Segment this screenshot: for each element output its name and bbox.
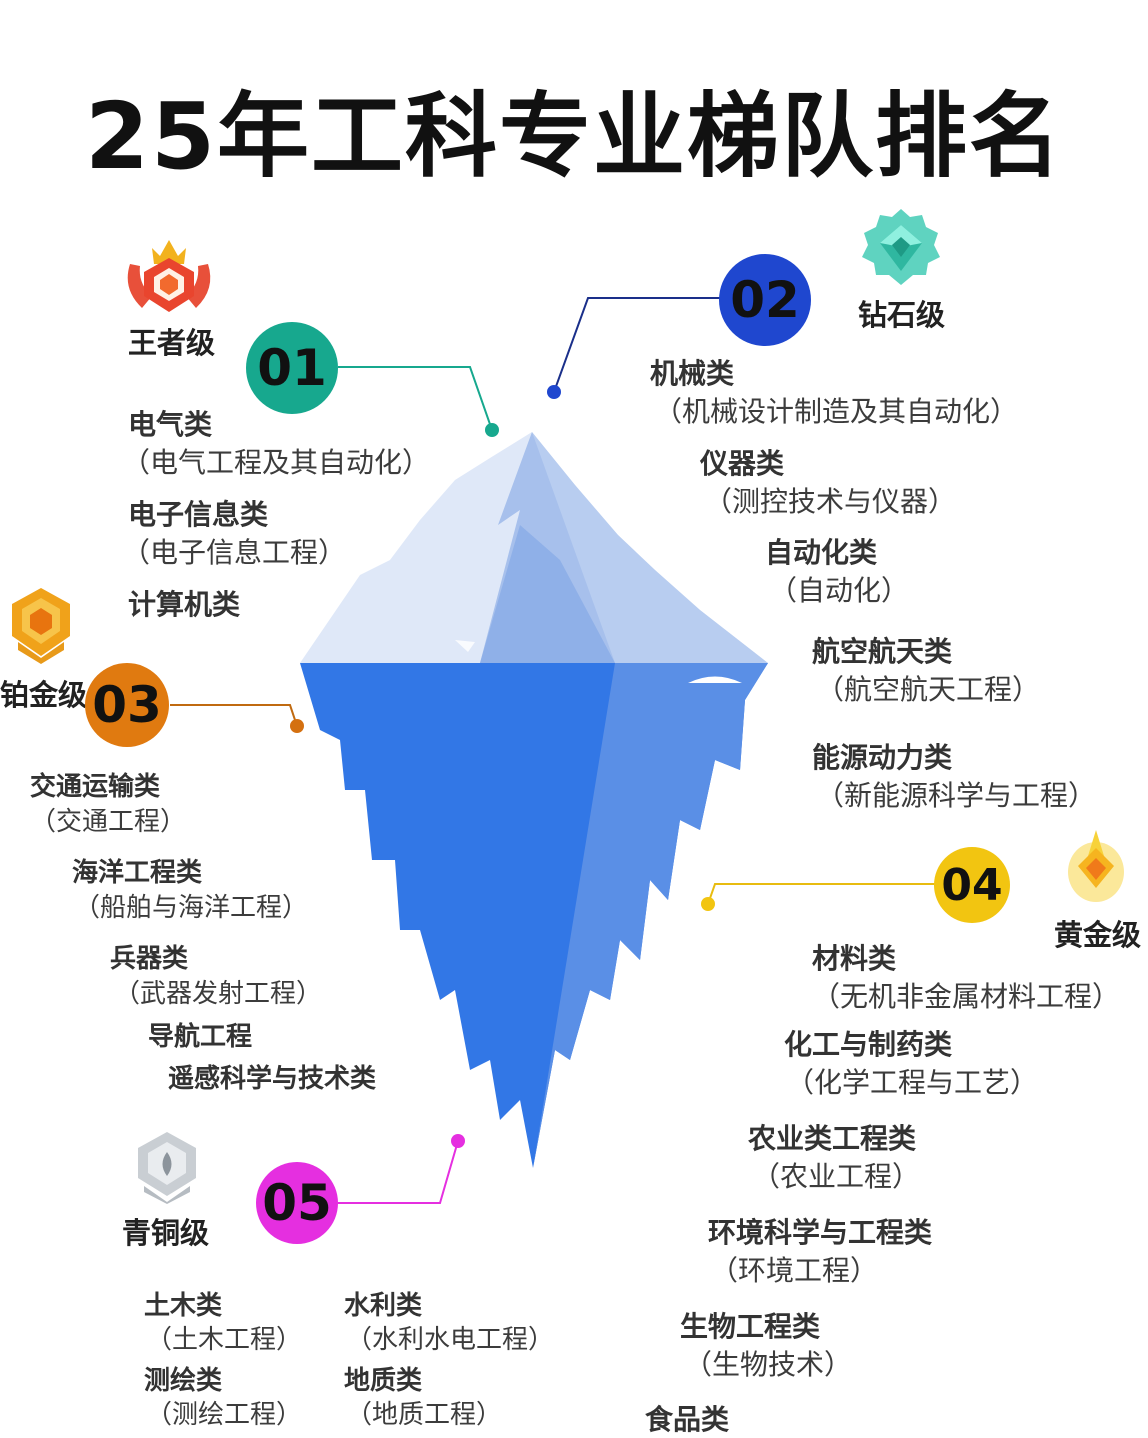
category-ocean-detail: （船舶与海洋工程）	[74, 893, 309, 923]
category-weapons: 兵器类	[110, 944, 189, 974]
tier-label-bronze: 青铜级	[122, 1216, 210, 1250]
category-chemical-detail: （化学工程与工艺）	[786, 1066, 1039, 1099]
category-geology: 地质类	[344, 1366, 423, 1396]
category-aerospace: 航空航天类	[812, 635, 953, 668]
category-transportation-detail: （交通工程）	[30, 807, 187, 837]
tier-label-platinum: 铂金级	[0, 678, 88, 712]
crown-medal-icon	[127, 240, 211, 312]
category-computer: 计算机类	[128, 588, 241, 621]
category-food: 食品类	[645, 1403, 730, 1436]
tier-label-diamond: 钻石级	[858, 298, 946, 332]
category-electronics-detail: （电子信息工程）	[122, 536, 347, 569]
category-materials: 材料类	[812, 942, 897, 975]
category-surveying-detail: （测绘工程）	[146, 1400, 303, 1430]
category-instrument: 仪器类	[700, 447, 785, 480]
category-instrument-detail: （测控技术与仪器）	[704, 485, 957, 518]
category-hydraulic-detail: （水利水电工程）	[346, 1325, 555, 1355]
category-agriculture-detail: （农业工程）	[752, 1160, 921, 1193]
category-automation: 自动化类	[765, 536, 878, 569]
bronze-medal-icon	[138, 1132, 196, 1204]
category-aerospace-detail: （航空航天工程）	[816, 673, 1041, 706]
category-electrical: 电气类	[128, 408, 213, 441]
tier-number-04: 04	[934, 847, 1010, 923]
category-remote-sensing: 遥感科学与技术类	[168, 1064, 377, 1094]
tier-number-05: 05	[256, 1162, 338, 1244]
category-navigation: 导航工程	[148, 1022, 253, 1052]
platinum-medal-icon	[12, 588, 70, 664]
category-civil-detail: （土木工程）	[146, 1325, 303, 1355]
category-transportation: 交通运输类	[30, 772, 161, 802]
tier-number-03: 03	[85, 663, 169, 747]
category-surveying: 测绘类	[144, 1366, 223, 1396]
tier-number-02: 02	[719, 254, 811, 346]
category-hydraulic: 水利类	[344, 1291, 423, 1321]
category-civil: 土木类	[144, 1291, 223, 1321]
category-materials-detail: （无机非金属材料工程）	[812, 980, 1121, 1013]
category-weapons-detail: （武器发射工程）	[114, 979, 323, 1009]
category-bioengineering: 生物工程类	[680, 1310, 821, 1343]
category-electrical-detail: （电气工程及其自动化）	[122, 446, 431, 479]
page-title: 25年工科专业梯队排名	[84, 83, 1064, 190]
tier-number-01: 01	[246, 322, 338, 414]
category-agriculture: 农业类工程类	[748, 1122, 917, 1155]
tier-label-king: 王者级	[128, 326, 216, 360]
category-mechanical-detail: （机械设计制造及其自动化）	[654, 395, 1019, 428]
diamond-medal-icon	[862, 209, 940, 285]
category-chemical: 化工与制药类	[784, 1028, 953, 1061]
category-bioengineering-detail: （生物技术）	[684, 1348, 853, 1381]
category-environment: 环境科学与工程类	[708, 1216, 933, 1249]
category-automation-detail: （自动化）	[769, 574, 910, 607]
tier-label-gold: 黄金级	[1054, 918, 1142, 952]
category-mechanical: 机械类	[650, 357, 735, 390]
gold-medal-icon	[1068, 830, 1124, 902]
category-energy: 能源动力类	[812, 741, 953, 774]
category-electronics: 电子信息类	[128, 498, 269, 531]
category-energy-detail: （新能源科学与工程）	[816, 779, 1097, 812]
category-environment-detail: （环境工程）	[710, 1254, 879, 1287]
category-geology-detail: （地质工程）	[346, 1400, 503, 1430]
category-ocean: 海洋工程类	[72, 858, 203, 888]
